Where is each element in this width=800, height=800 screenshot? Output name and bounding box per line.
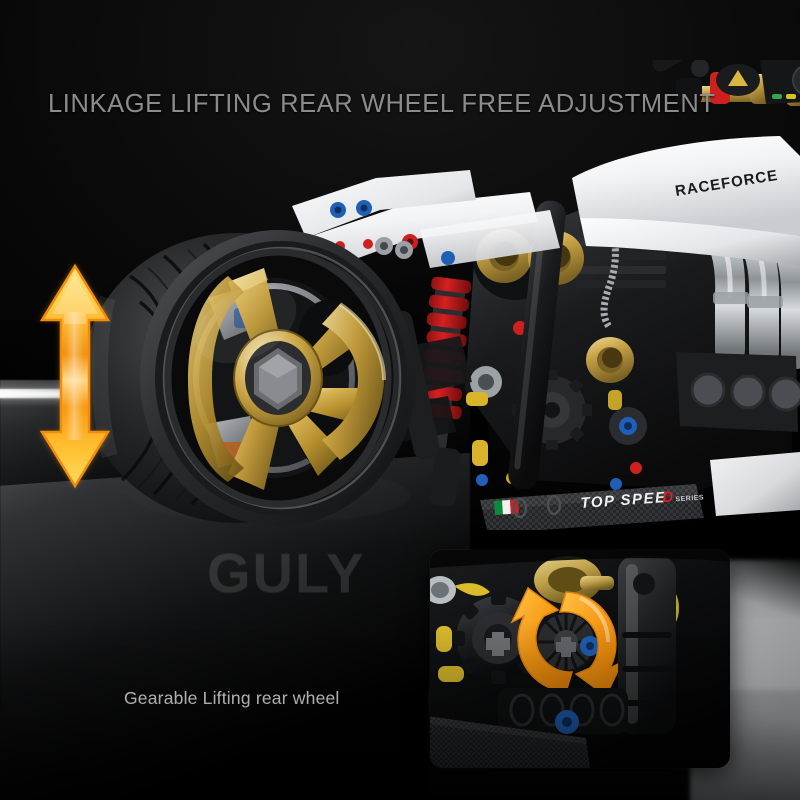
rim-outer-arc [322, 304, 384, 460]
yellow-connectors [466, 390, 622, 466]
fuel-tank: RACEFORCE [572, 136, 800, 266]
footboard: TOP SPEE D SERIES [480, 484, 704, 530]
page-title: LINKAGE LIFTING REAR WHEEL FREE ADJUSTME… [48, 90, 716, 118]
tire-highlight [92, 295, 118, 459]
badge-suffix-text: SERIES [675, 494, 704, 503]
italy-flag-icon [494, 499, 519, 515]
motorcycle-model: RACEFORCE [280, 60, 800, 530]
frame-tube [508, 200, 566, 490]
rear-subframe [292, 170, 560, 274]
lower-fairing [710, 452, 800, 516]
lift-direction-arrow [36, 262, 114, 490]
wheel-hub [233, 329, 323, 427]
handlebar-assembly [652, 60, 800, 106]
rim-sheen [195, 284, 297, 364]
rim-lip [164, 248, 392, 508]
light-streak-core [0, 389, 110, 398]
badge-accent-letter: D [662, 489, 674, 507]
engine-side-cover [676, 352, 800, 432]
inset-chrome-ring [430, 576, 456, 604]
inset-gold-gear [534, 556, 614, 604]
badge-main-text: TOP SPEE [580, 489, 667, 512]
bottom-fade [0, 620, 800, 800]
footboard-badge: TOP SPEE D SERIES [580, 489, 704, 512]
rear-wheel [78, 228, 430, 528]
